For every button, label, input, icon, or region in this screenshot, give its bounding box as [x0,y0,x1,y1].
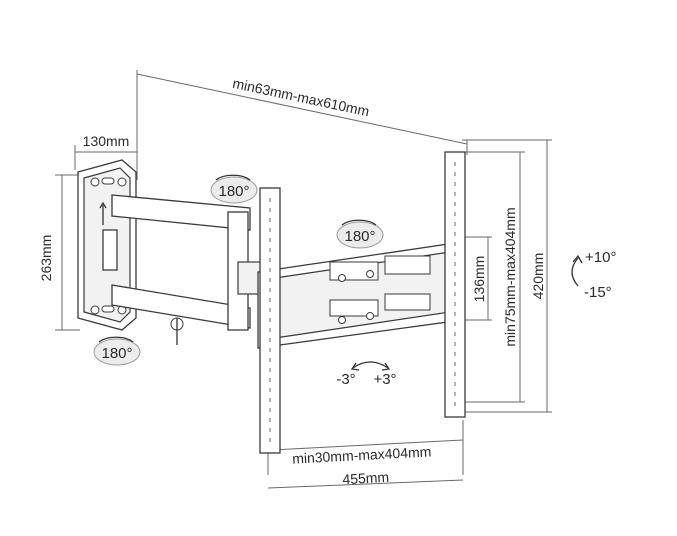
hole-horizontal-label: min30mm-max404mm [292,443,432,466]
rotation-wall-bottom-label: 180° [101,345,132,362]
wall-plate-width-label: 130mm [83,133,130,149]
depth-range-label: min63mm-max610mm [231,75,371,120]
level-right-label: +3° [373,371,396,388]
rotation-arm-label: 180° [344,228,375,245]
depth-dimension: min63mm-max610mm [136,70,468,180]
tilt-up-label: +10° [585,249,616,266]
bracket-height-label: 420mm [530,253,546,300]
hole-vertical-dimension: min75mm-max404mm [462,151,525,403]
wall-plate-height-dimension: 263mm [38,174,80,331]
tv-bracket [257,151,466,454]
hole-horizontal-dimension: min30mm-max404mm [267,420,464,475]
rotation-wall-top-label: 180° [218,183,249,200]
tilt-down-label: -15° [584,284,612,301]
level-adjust-indicator: -3° +3° [336,361,397,388]
arm-offset-dimension: 136mm [462,236,492,321]
wall-plate-width-dimension: 130mm [74,133,138,170]
level-left-label: -3° [336,371,355,388]
rotation-badge-wall-bottom: 180° [93,336,141,366]
bracket-height-dimension: 420mm [462,139,552,413]
bracket-width-label: 455mm [342,469,389,487]
bracket-width-dimension: 455mm [267,469,464,489]
tilt-indicator: +10° -15° [571,249,616,301]
arm-offset-label: 136mm [471,256,487,303]
wall-plate-height-label: 263mm [38,235,54,282]
rotation-badge-arm: 180° [336,219,384,249]
hole-vertical-label: min75mm-max404mm [502,207,518,346]
rotation-badge-wall-top: 180° [210,174,258,204]
